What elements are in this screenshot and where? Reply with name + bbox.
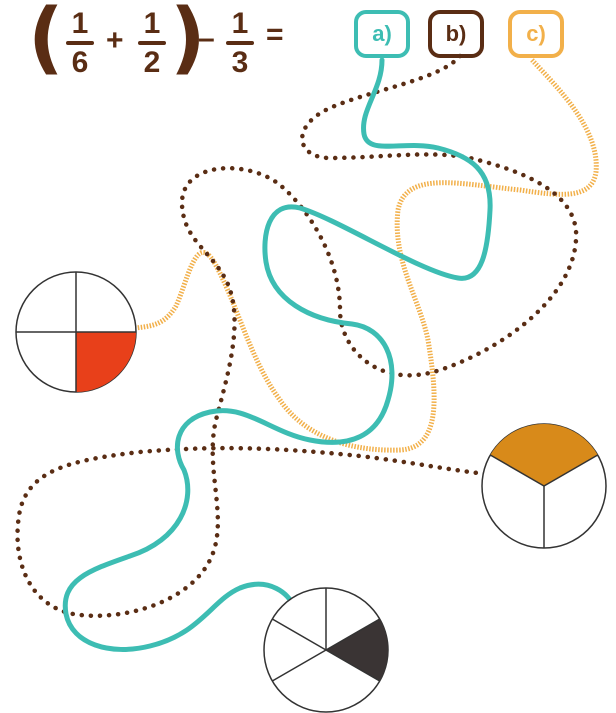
circle-quarters <box>16 272 136 392</box>
shaded-quarter <box>76 332 136 392</box>
circle-thirds <box>482 424 606 548</box>
circle-sixths <box>264 588 388 712</box>
